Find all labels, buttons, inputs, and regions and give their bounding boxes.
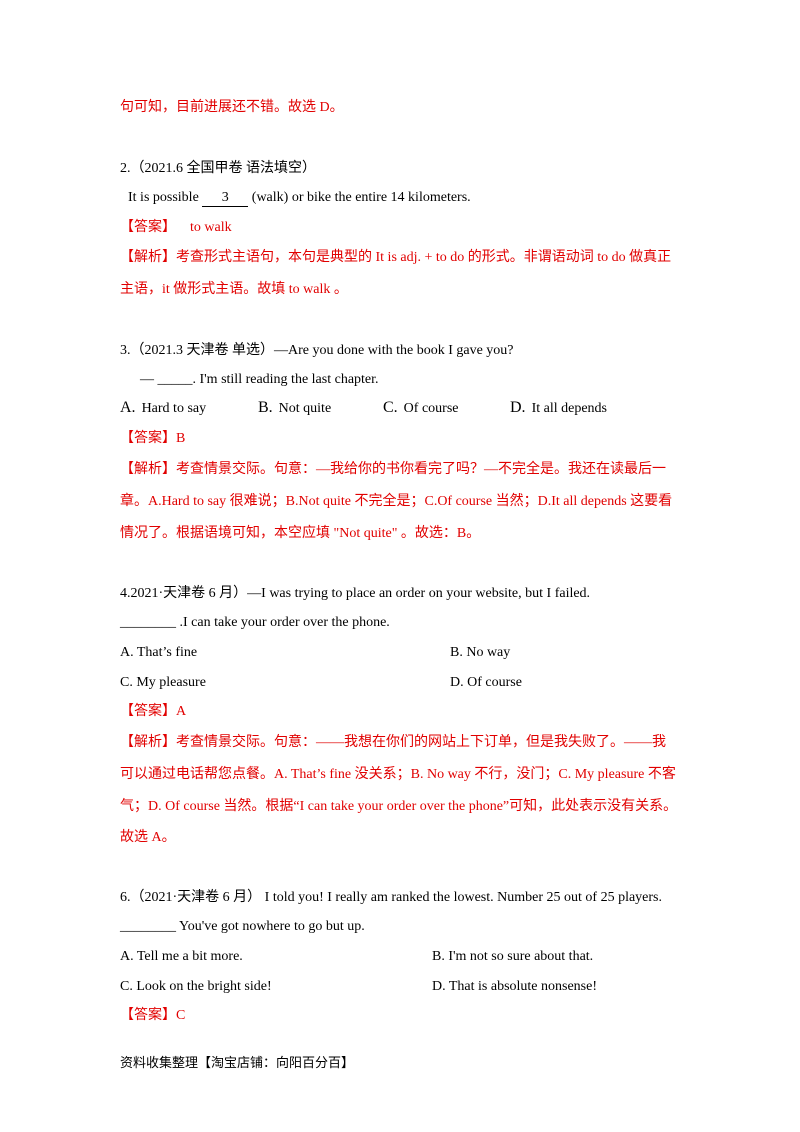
q2-answer-value: to walk — [190, 220, 232, 235]
q4-option-c: C. My pleasure — [120, 675, 206, 690]
q3-option-a: A.Hard to say — [120, 399, 207, 416]
q4-analysis-line-1: 【解析】考查情景交际。句意：——我想在你们的网站上下订单，但是我失败了。——我 — [120, 735, 666, 750]
q3-answer: 【答案】B — [120, 431, 186, 446]
q6-options-row-2: C. Look on the bright side! D. That is a… — [120, 977, 700, 997]
q6-header: 6.（2021·天津卷 6 月） I told you! I really am… — [120, 890, 663, 905]
q4-option-d: D. Of course — [450, 675, 522, 690]
q3-option-b: B.Not quite — [258, 399, 332, 416]
q4-options-row-1: A. That’s fine B. No way — [120, 643, 700, 663]
q3-dialog: — _____. I'm still reading the last chap… — [140, 372, 379, 387]
q4-answer: 【答案】A — [120, 704, 187, 719]
q3-option-d: D.It all depends — [510, 399, 607, 416]
intro-analysis-tail: 句可知，目前进展还不错。故选 D。 — [120, 100, 344, 115]
q3-analysis-line-1: 【解析】考查情景交际。句意：—我给你的书你看完了吗？—不完全是。我还在读最后一 — [120, 462, 666, 477]
q2-analysis-line-2: 主语，it 做形式主语。故填 to walk 。 — [120, 282, 348, 297]
q3-analysis-line-2: 章。A.Hard to say 很难说；B.Not quite 不完全是；C.O… — [120, 494, 673, 509]
q3-header: 3.（2021.3 天津卷 单选）—Are you done with the … — [120, 343, 514, 358]
q4-header: 4.2021·天津卷 6 月）—I was trying to place an… — [120, 586, 591, 601]
q2-blank: 3 — [202, 190, 249, 207]
q2-answer-label: 【答案】 — [120, 220, 176, 235]
q6-option-d: D. That is absolute nonsense! — [432, 979, 597, 994]
q2-header: 2.（2021.6 全国甲卷 语法填空） — [120, 161, 316, 176]
q2-stem: It is possible 3 (walk) or bike the enti… — [128, 188, 700, 208]
q4-analysis-line-4: 故选 A。 — [120, 830, 176, 845]
q6-options-row-1: A. Tell me a bit more. B. I'm not so sur… — [120, 947, 700, 967]
q2-answer: 【答案】 to walk — [120, 218, 700, 238]
q6-option-b: B. I'm not so sure about that. — [432, 949, 594, 964]
page-footer: 资料收集整理【淘宝店铺：向阳百分百】 — [120, 1055, 355, 1070]
q4-analysis-line-2: 可以通过电话帮您点餐。A. That’s fine 没关系；B. No way … — [120, 767, 676, 782]
q3-option-c: C.Of course — [383, 399, 459, 416]
q2-analysis-line-1: 【解析】考查形式主语句，本句是典型的 It is adj. + to do 的形… — [120, 250, 672, 265]
q4-option-a: A. That’s fine — [120, 645, 198, 660]
q6-dialog: ________ You've got nowhere to go but up… — [120, 919, 365, 934]
q6-option-c: C. Look on the bright side! — [120, 979, 272, 994]
q4-option-b: B. No way — [450, 645, 511, 660]
q3-analysis-line-3: 情况了。根据语境可知，本空应填 "Not quite" 。故选：B。 — [120, 526, 481, 541]
q4-analysis-line-3: 气；D. Of course 当然。根据“I can take your ord… — [120, 799, 678, 814]
q4-dialog: ________ .I can take your order over the… — [120, 615, 390, 630]
q4-options-row-2: C. My pleasure D. Of course — [120, 673, 700, 693]
q6-answer: 【答案】C — [120, 1008, 186, 1023]
q6-option-a: A. Tell me a bit more. — [120, 949, 243, 964]
q2-stem-before: It is possible — [128, 190, 203, 205]
q2-stem-after: (walk) or bike the entire 14 kilometers. — [248, 190, 471, 205]
